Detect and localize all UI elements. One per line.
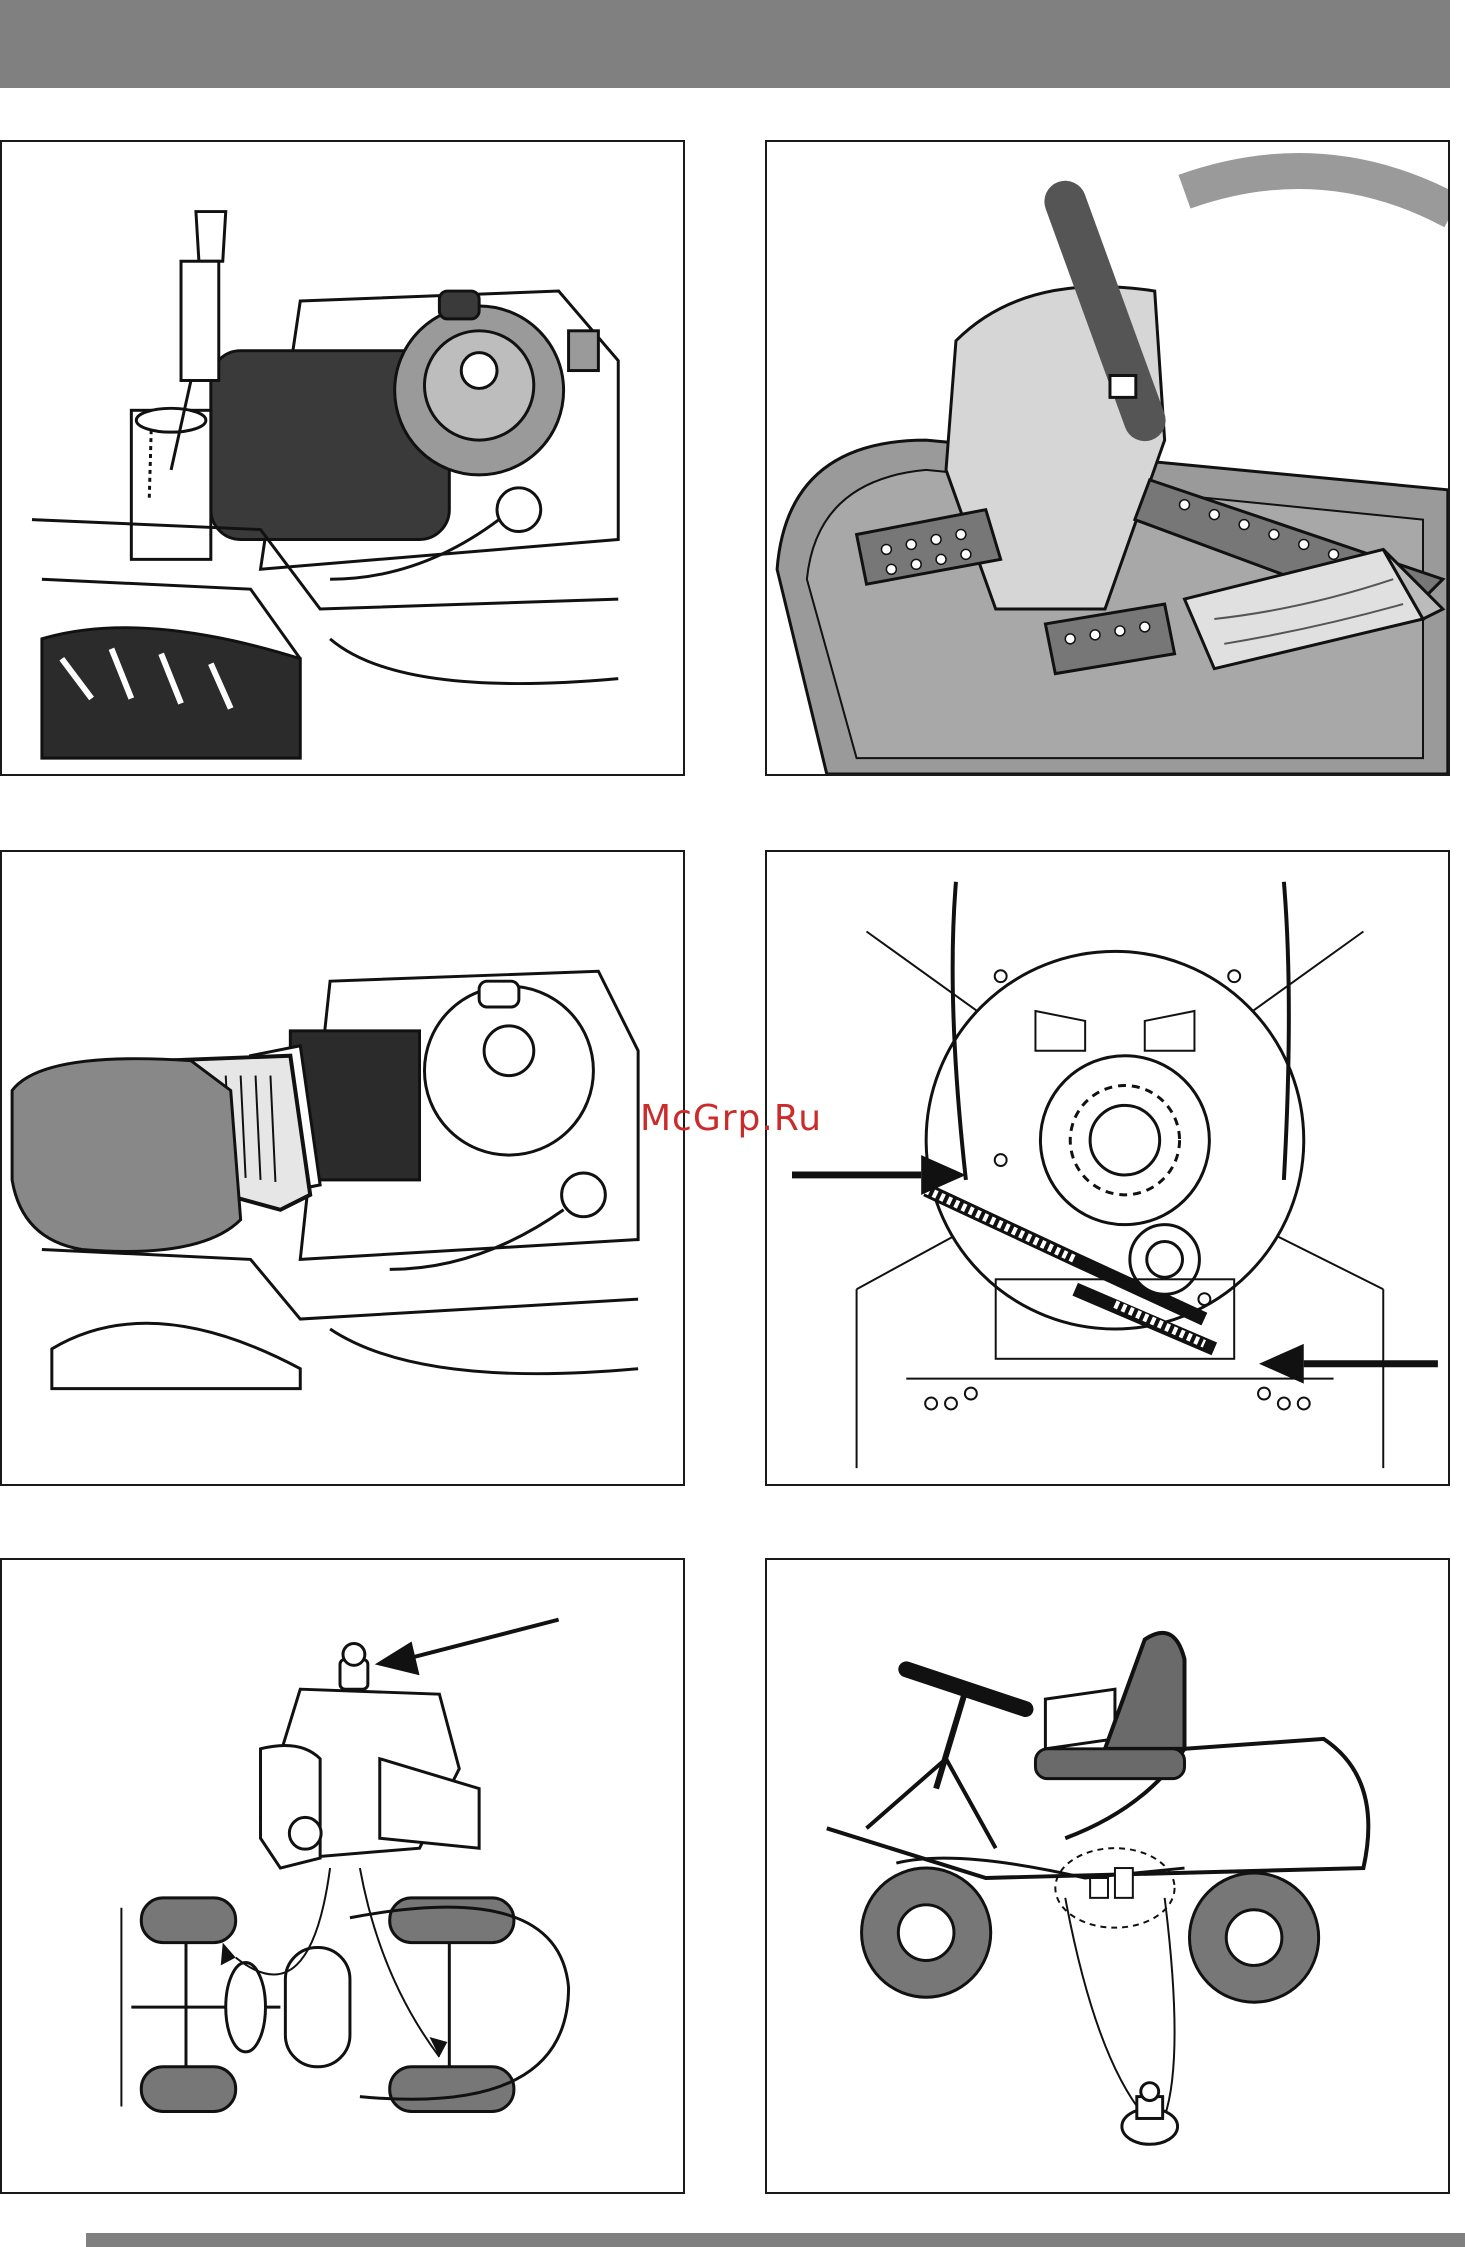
pedal-block-wood-icon [767, 142, 1448, 774]
illustration-panel-mower-grease [765, 1558, 1450, 2194]
illustration-panel-drive-belt [765, 850, 1450, 1486]
watermark-text: McGrp.Ru [640, 1098, 822, 1139]
illustration-panel-oil-refill [0, 140, 685, 776]
air-filter-removal-icon [2, 852, 683, 1484]
header-bar [0, 0, 1450, 88]
oil-refill-engine-icon [2, 142, 683, 774]
illustration-panel-pedal-block [765, 140, 1450, 776]
illustration-panel-air-filter [0, 850, 685, 1486]
drive-belt-springs-icon [767, 852, 1448, 1484]
illustration-panel-grease-steering [0, 1558, 685, 2194]
footer-bar [86, 2233, 1465, 2247]
mower-grease-points-icon [767, 1560, 1448, 2192]
grease-nipple-steering-icon [2, 1560, 683, 2192]
